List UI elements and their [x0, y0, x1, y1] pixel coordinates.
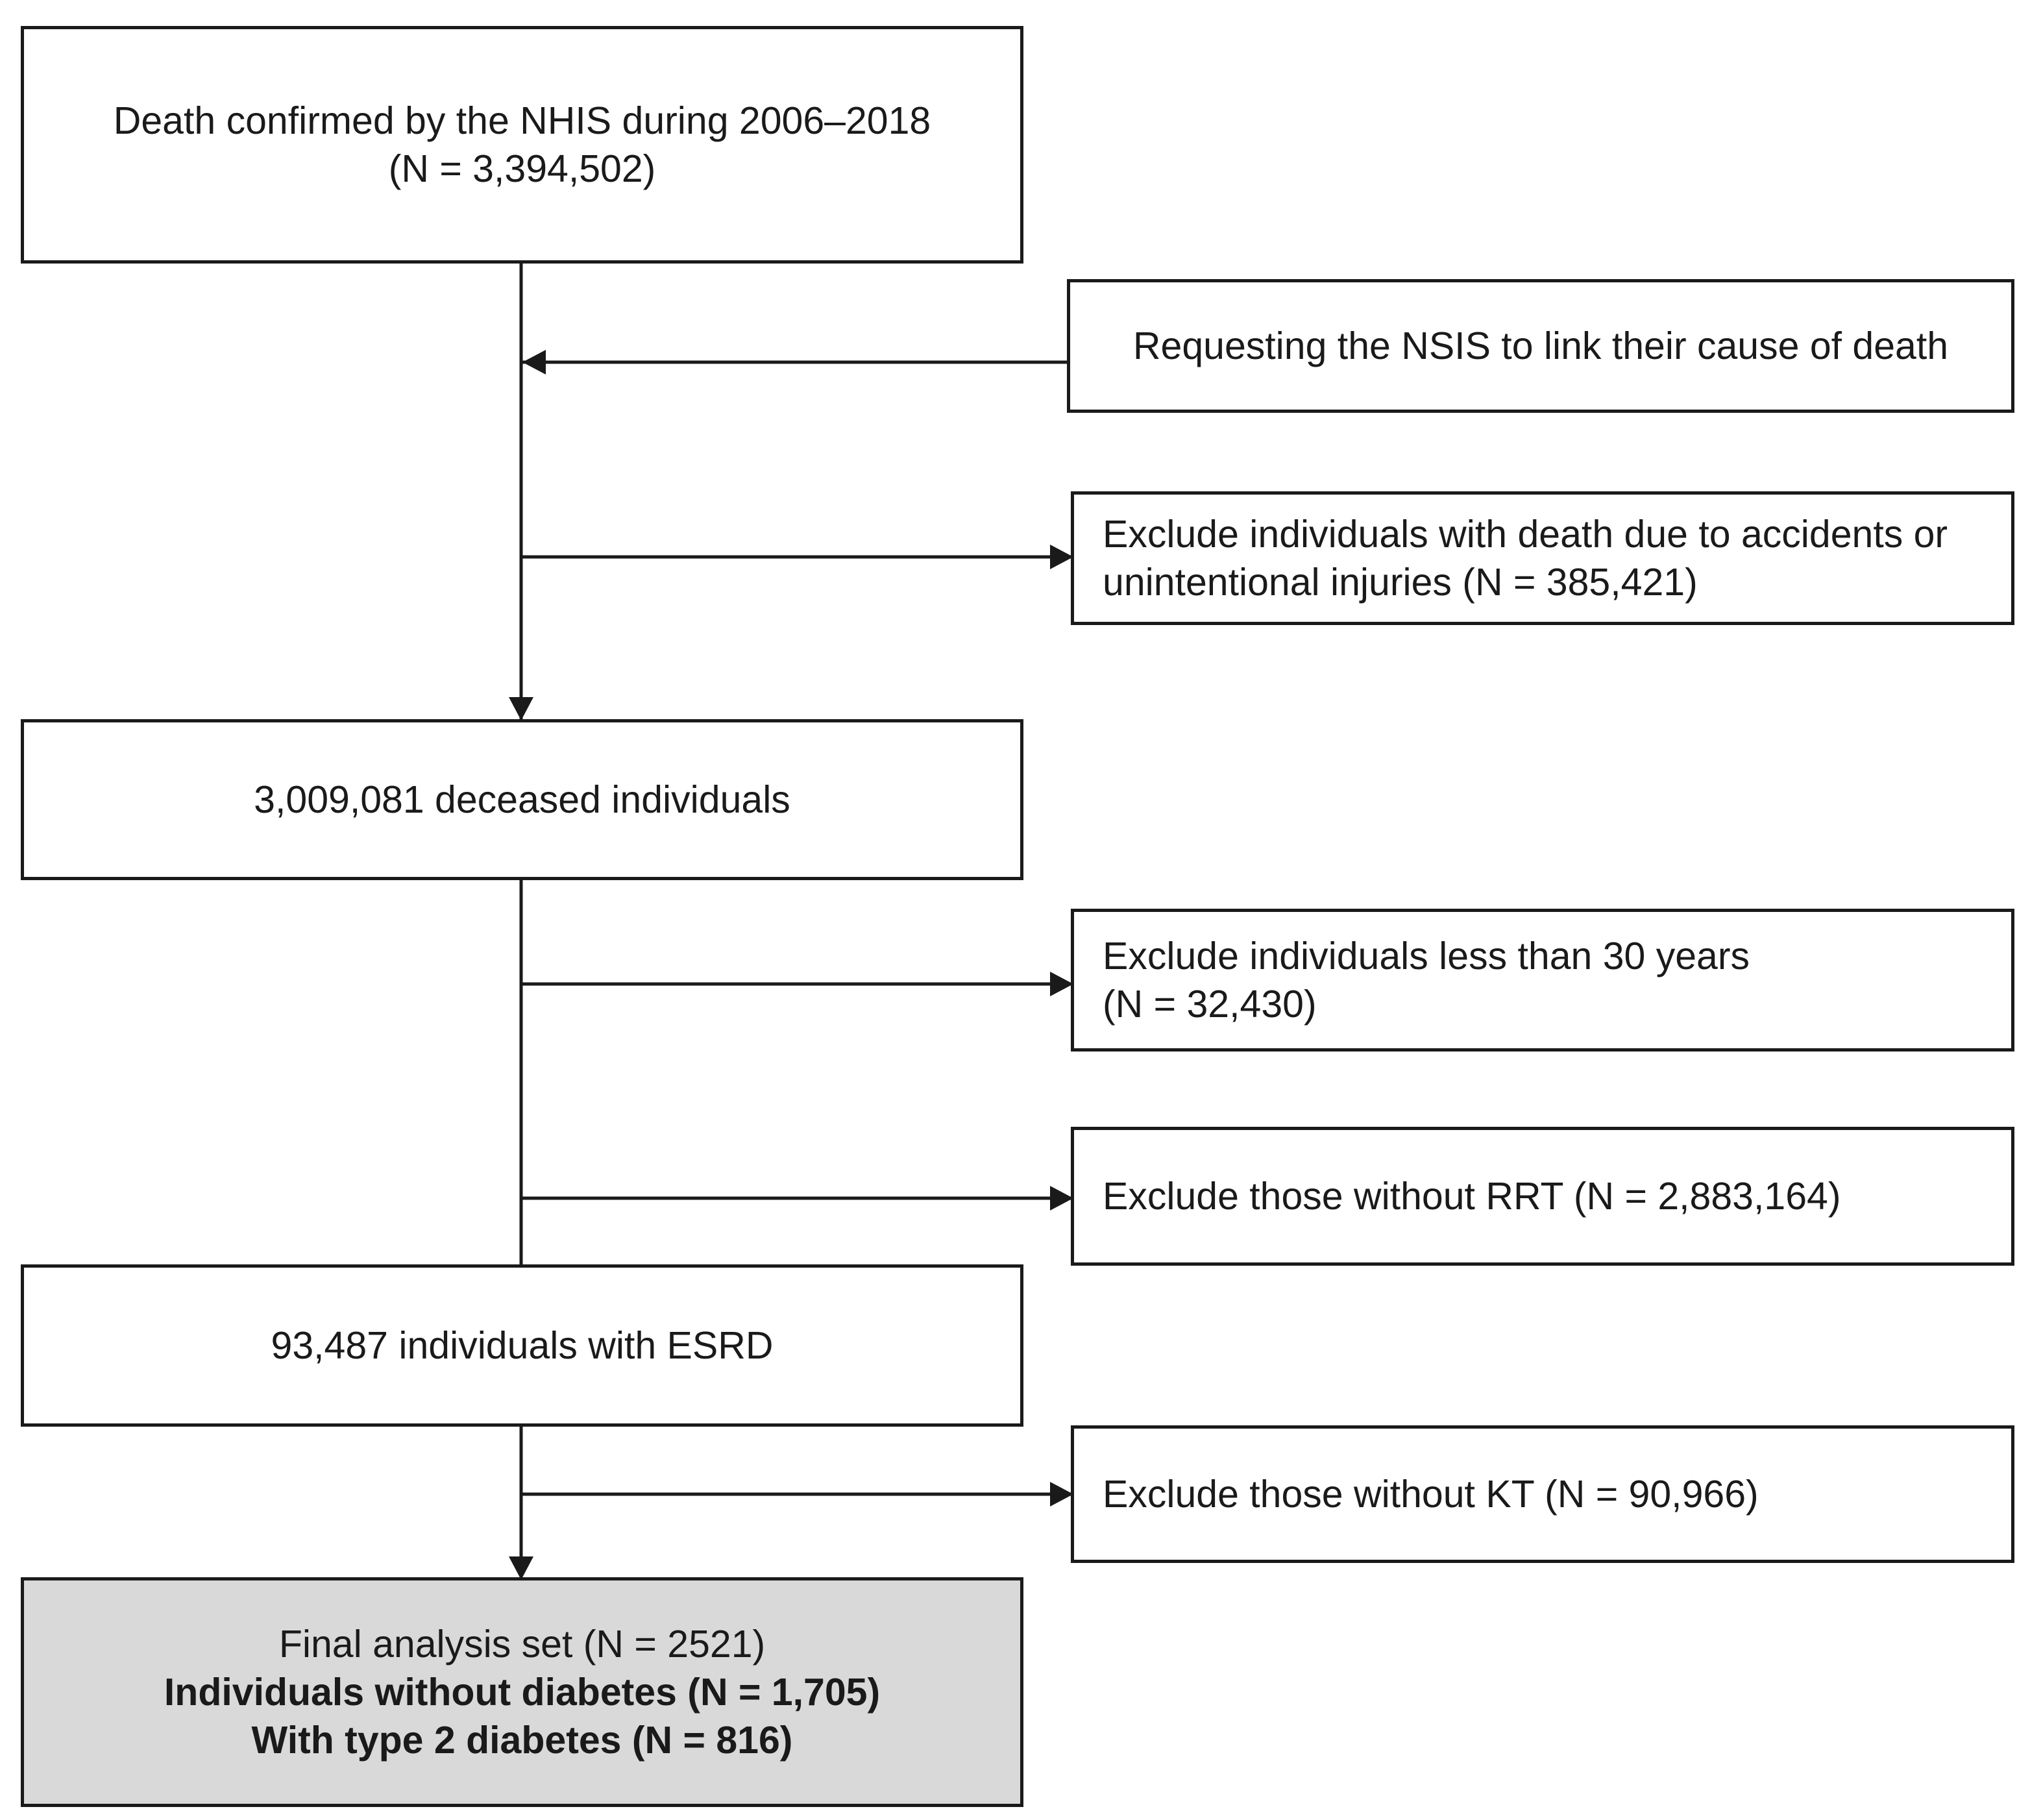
start-box-line1: Death confirmed by the NHIS during 2006–…	[113, 99, 931, 142]
arrowhead-exclude-kt	[1050, 1482, 1073, 1506]
exclude-kt-box: Exclude those without KT (N = 90,966)	[1071, 1425, 2014, 1563]
link-request-text: Requesting the NSIS to link their cause …	[1132, 325, 1949, 367]
start-box-line2: (N = 3,394,502)	[388, 147, 656, 190]
exclude-age-line2: (N = 32,430)	[1103, 983, 1317, 1026]
exclude-kt-text: Exclude those without KT (N = 90,966)	[1103, 1473, 1759, 1516]
final-without-diabetes: Individuals without diabetes (N = 1,705)	[164, 1671, 881, 1714]
arrowhead-link-request	[522, 350, 546, 375]
exclude-accidents-line1: Exclude individuals with death due to ac…	[1103, 513, 1948, 556]
exclude-rrt-text: Exclude those without RRT (N = 2,883,164…	[1103, 1175, 1841, 1218]
exclude-age-line1: Exclude individuals less than 30 years	[1103, 935, 1750, 978]
link-request-box: Requesting the NSIS to link their cause …	[1067, 279, 2014, 413]
arrowhead-exclude-rrt	[1050, 1186, 1073, 1211]
exclude-rrt-box: Exclude those without RRT (N = 2,883,164…	[1071, 1127, 2014, 1266]
final-type2-diabetes: With type 2 diabetes (N = 816)	[251, 1719, 793, 1762]
deceased-box: 3,009,081 deceased individuals	[21, 719, 1023, 880]
exclude-accidents-line2: unintentional injuries (N = 385,421)	[1103, 561, 1698, 604]
exclude-accidents-box: Exclude individuals with death due to ac…	[1071, 491, 2014, 625]
arrowhead-exclude-age	[1050, 972, 1073, 996]
esrd-text: 93,487 individuals with ESRD	[271, 1324, 774, 1367]
arrowhead-final	[509, 1556, 533, 1580]
start-box: Death confirmed by the NHIS during 2006–…	[21, 26, 1023, 264]
exclude-age-box: Exclude individuals less than 30 years (…	[1071, 909, 2014, 1051]
final-analysis-line1: Final analysis set (N = 2521)	[278, 1623, 766, 1666]
arrowhead-exclude-accidents	[1050, 545, 1073, 569]
arrowhead-deceased	[509, 697, 533, 720]
esrd-box: 93,487 individuals with ESRD	[21, 1264, 1023, 1427]
final-analysis-box: Final analysis set (N = 2521) Individual…	[21, 1577, 1023, 1807]
deceased-text: 3,009,081 deceased individuals	[254, 778, 790, 821]
